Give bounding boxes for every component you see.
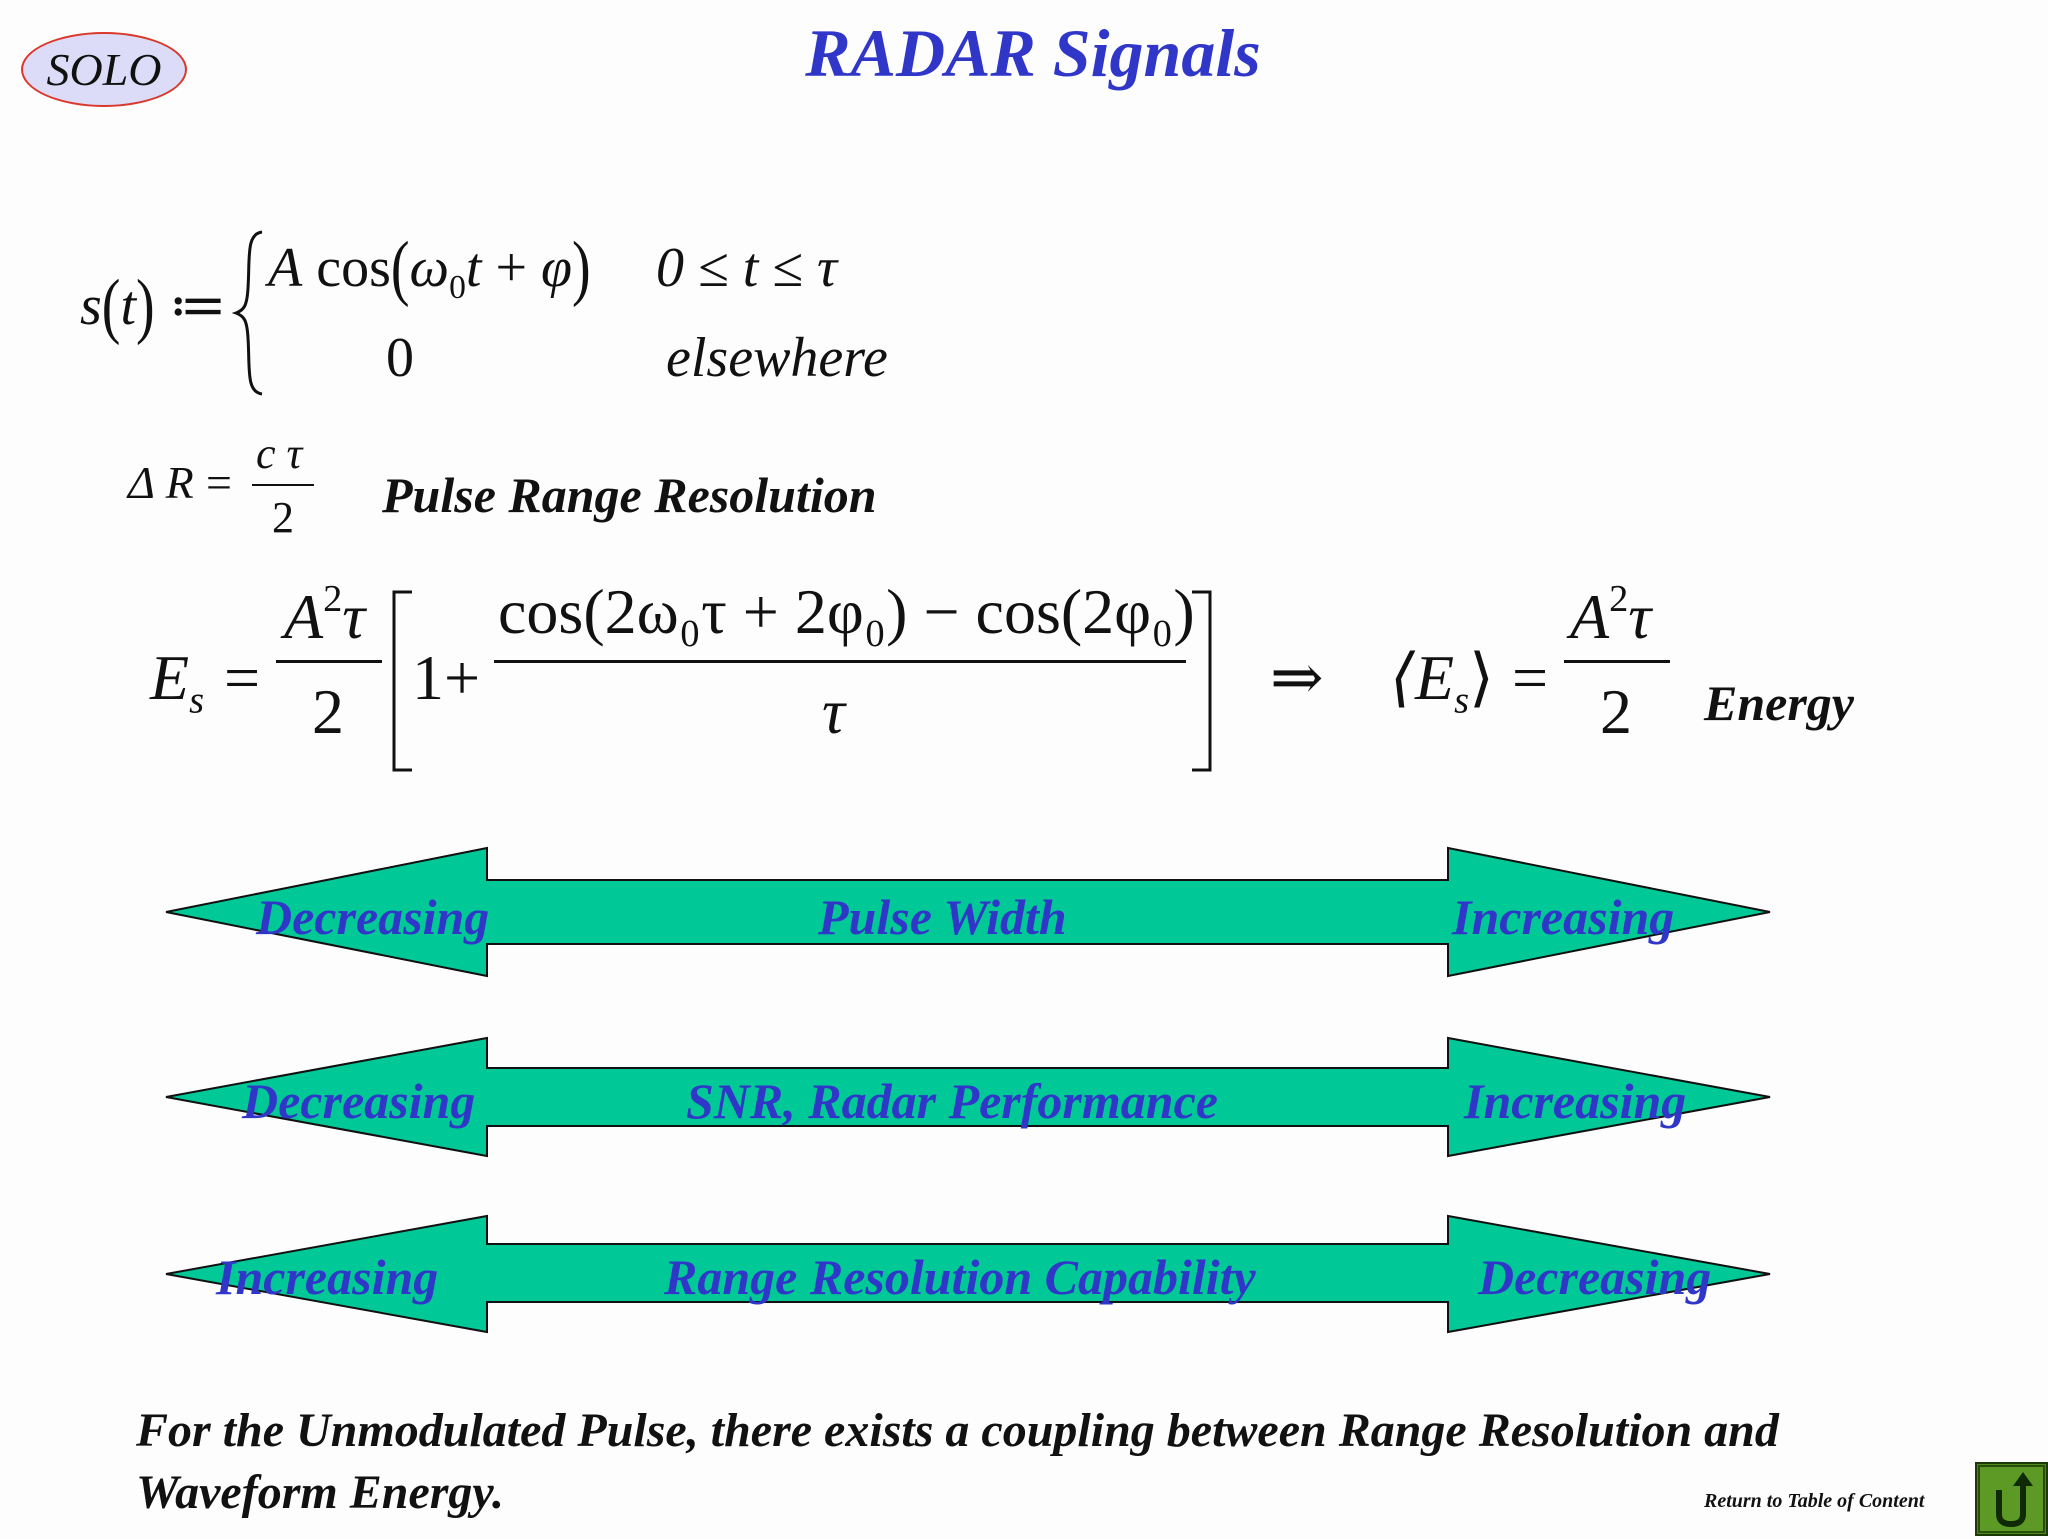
piecewise-brace [232, 230, 263, 396]
energy-subscript: s [189, 679, 205, 722]
arrow-center-label: SNR, Radar Performance [686, 1073, 1218, 1129]
pulse-range-resolution-label: Pulse Range Resolution [382, 467, 877, 523]
assign-symbol: ≔ [168, 275, 227, 337]
energy-equation: Es = A2τ 2 1+ cos(2ω₀τ + 2φ₀) − cos(2φ₀)… [140, 580, 1880, 780]
amplitude-a: A [1570, 580, 1610, 652]
equals-sign: = [206, 457, 232, 508]
case1-condition: 0 ≤ t ≤ τ [656, 237, 838, 299]
arrow-range-resolution: Increasing Range Resolution Capability D… [0, 1214, 2048, 1334]
avg-close: ⟩ [1469, 642, 1494, 713]
case2-condition: elsewhere [666, 327, 888, 389]
arrow-pulse-width: Decreasing Pulse Width Increasing [0, 846, 2048, 978]
energy-frac-denominator: 2 [312, 676, 344, 747]
double-arrow-shape [165, 1214, 1771, 1334]
inner-denominator: τ [822, 676, 845, 747]
plus-sign: + [495, 237, 528, 299]
one-plus: 1+ [412, 642, 481, 713]
average-energy: ⟨Es⟩ [1390, 646, 1494, 720]
omega-symbol: ω [409, 237, 450, 299]
conclusion-text: For the Unmodulated Pulse, there exists … [136, 1404, 1779, 1519]
signal-arg: t [120, 275, 137, 337]
arrow-center-label: Range Resolution Capability [664, 1249, 1256, 1305]
paren-open: ( [101, 265, 121, 347]
equals-sign: = [224, 642, 261, 713]
paren-close: ) [136, 265, 155, 347]
equals-sign: = [1512, 642, 1549, 713]
cos-fn: cos [316, 237, 391, 299]
slide-title: RADAR Signals [805, 15, 1261, 91]
phi-symbol: φ [541, 237, 573, 299]
return-button[interactable] [1975, 1462, 2048, 1536]
logo-text: SOLO [46, 44, 162, 95]
avg-frac-denominator: 2 [1600, 676, 1632, 747]
range-resolution-equation: Δ R = c τ 2 [128, 430, 328, 550]
return-arrow-icon [1978, 1465, 2045, 1533]
signal-fn: s [80, 275, 102, 337]
amplitude-a: A [268, 237, 303, 299]
arrow-left-label: Decreasing [242, 1073, 476, 1129]
range-denominator: 2 [272, 493, 294, 542]
return-to-toc-link[interactable]: Return to Table of Content [1704, 1490, 1925, 1512]
arrow-right-label: Increasing [1452, 889, 1675, 945]
case1-expression: A cos(ω0t + φ) [268, 232, 591, 306]
case2-expression: 0 [386, 327, 414, 389]
square-exponent: 2 [1609, 578, 1629, 620]
fraction-bar [252, 484, 314, 486]
fraction-bar [1564, 660, 1670, 663]
energy-frac-numerator: A2τ [284, 580, 365, 649]
paren-close: ) [572, 227, 591, 309]
bracket-open [392, 590, 412, 772]
amplitude-a: A [284, 580, 324, 652]
fraction-bar [494, 660, 1186, 663]
bracket-close [1192, 590, 1212, 772]
tau-symbol: τ [342, 580, 366, 652]
time-var: t [465, 237, 482, 299]
signal-definition-equation: s(t) ≔ [80, 270, 227, 343]
double-arrow-shape [165, 1036, 1771, 1158]
fraction-bar [276, 660, 382, 663]
arrow-left-label: Decreasing [256, 889, 490, 945]
delta-r: Δ R [128, 457, 194, 508]
energy-symbol: Es [150, 646, 204, 720]
square-exponent: 2 [323, 578, 343, 620]
avg-frac-numerator: A2τ [1570, 580, 1651, 649]
energy-e: E [150, 642, 190, 713]
arrow-right-label: Decreasing [1478, 1249, 1712, 1305]
arrow-right-label: Increasing [1464, 1073, 1687, 1129]
arrow-left-label: Increasing [216, 1249, 439, 1305]
arrow-snr-performance: Decreasing SNR, Radar Performance Increa… [0, 1036, 2048, 1158]
range-numerator: c τ [256, 429, 303, 478]
energy-label: Energy [1704, 675, 1854, 731]
paren-open: ( [390, 227, 410, 309]
avg-open: ⟨E [1390, 642, 1455, 713]
implies-arrow: ⇒ [1270, 642, 1324, 713]
inner-numerator: cos(2ω₀τ + 2φ₀) − cos(2φ₀) [498, 576, 1195, 647]
double-arrow-shape [165, 846, 1771, 978]
arrow-center-label: Pulse Width [818, 889, 1067, 945]
solo-logo: SOLO [21, 32, 187, 107]
avg-subscript: s [1454, 679, 1470, 722]
omega-subscript: 0 [449, 268, 466, 306]
tau-symbol: τ [1628, 580, 1652, 652]
